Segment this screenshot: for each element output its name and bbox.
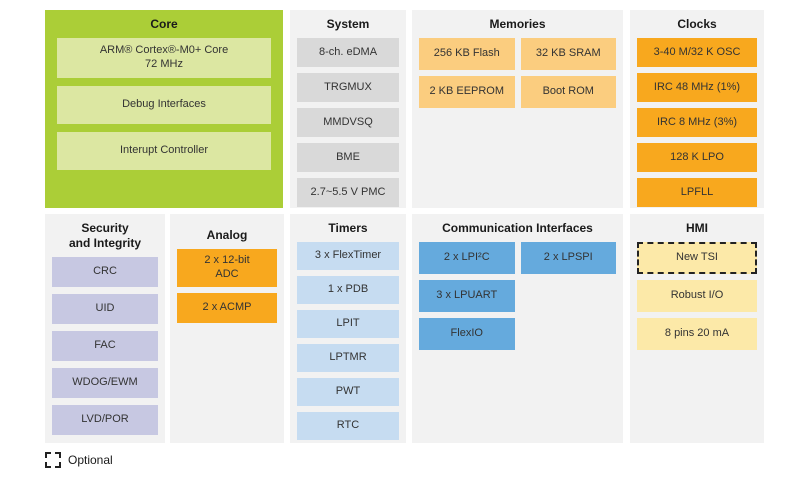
block-debug-interfaces: Debug Interfaces (57, 86, 271, 124)
block-uid: UID (52, 294, 158, 324)
block-lpspi: 2 x LPSPI (520, 242, 616, 274)
clocks-panel-title: Clocks (677, 17, 717, 31)
block-pwt: PWT (297, 378, 399, 406)
block-flexio: FlexIO (419, 318, 515, 350)
optional-dashed-icon (45, 452, 61, 468)
analog-panel-title: Analog (206, 228, 248, 242)
block-flextimer: 3 x FlexTimer (297, 242, 399, 270)
optional-legend: Optional (45, 452, 113, 468)
block-lpit: LPIT (297, 310, 399, 338)
block-adc: 2 x 12-bit ADC (177, 249, 277, 287)
communication-panel-title: Communication Interfaces (442, 221, 593, 235)
timers-panel: Timers 3 x FlexTimer 1 x PDB LPIT LPTMR … (290, 214, 406, 443)
system-panel: System 8-ch. eDMA TRGMUX MMDVSQ BME 2.7~… (290, 10, 406, 208)
block-acmp: 2 x ACMP (177, 293, 277, 323)
block-lpi2c: 2 x LPI²C (419, 242, 515, 274)
block-rtc: RTC (297, 412, 399, 440)
system-panel-title: System (326, 17, 370, 31)
block-wdog-ewm: WDOG/EWM (52, 368, 158, 398)
communication-panel: Communication Interfaces 2 x LPI²C 2 x L… (412, 214, 623, 443)
core-panel-title: Core (150, 17, 178, 31)
block-lpfll: LPFLL (637, 178, 757, 207)
block-lpuart: 3 x LPUART (419, 280, 515, 312)
block-boot-rom: Boot ROM (520, 76, 616, 108)
block-eeprom: 2 KB EEPROM (419, 76, 515, 108)
block-lpo: 128 K LPO (637, 143, 757, 172)
block-fac: FAC (52, 331, 158, 361)
block-irc-48mhz: IRC 48 MHz (1%) (637, 73, 757, 102)
hmi-panel: HMI New TSI Robust I/O 8 pins 20 mA (630, 214, 764, 443)
block-new-tsi: New TSI (637, 242, 757, 274)
optional-legend-label: Optional (68, 453, 113, 467)
block-arm-cortex-m0-core: ARM® Cortex®-M0+ Core 72 MHz (57, 38, 271, 78)
block-interrupt-controller: Interupt Controller (57, 132, 271, 170)
block-crc: CRC (52, 257, 158, 287)
memories-panel: Memories 256 KB Flash 32 KB SRAM 2 KB EE… (412, 10, 623, 208)
block-pdb: 1 x PDB (297, 276, 399, 304)
memories-panel-title: Memories (489, 17, 546, 31)
block-flash: 256 KB Flash (419, 38, 515, 70)
timers-panel-title: Timers (328, 221, 368, 235)
block-lvd-por: LVD/POR (52, 405, 158, 435)
block-irc-8mhz: IRC 8 MHz (3%) (637, 108, 757, 137)
clocks-panel: Clocks 3-40 M/32 K OSC IRC 48 MHz (1%) I… (630, 10, 764, 208)
security-panel: Security and Integrity CRC UID FAC WDOG/… (45, 214, 165, 443)
core-panel: Core ARM® Cortex®-M0+ Core 72 MHz Debug … (45, 10, 283, 208)
block-osc: 3-40 M/32 K OSC (637, 38, 757, 67)
block-lptmr: LPTMR (297, 344, 399, 372)
hmi-panel-title: HMI (686, 221, 708, 235)
block-mmdvsq: MMDVSQ (297, 108, 399, 137)
block-bme: BME (297, 143, 399, 172)
block-robust-io: Robust I/O (637, 280, 757, 312)
analog-panel: Analog 2 x 12-bit ADC 2 x ACMP (170, 214, 284, 443)
block-trgmux: TRGMUX (297, 73, 399, 102)
block-8-pins-20ma: 8 pins 20 mA (637, 318, 757, 350)
block-sram: 32 KB SRAM (520, 38, 616, 70)
security-panel-title: Security and Integrity (68, 221, 141, 250)
block-pmc: 2.7~5.5 V PMC (297, 178, 399, 207)
block-edma: 8-ch. eDMA (297, 38, 399, 67)
